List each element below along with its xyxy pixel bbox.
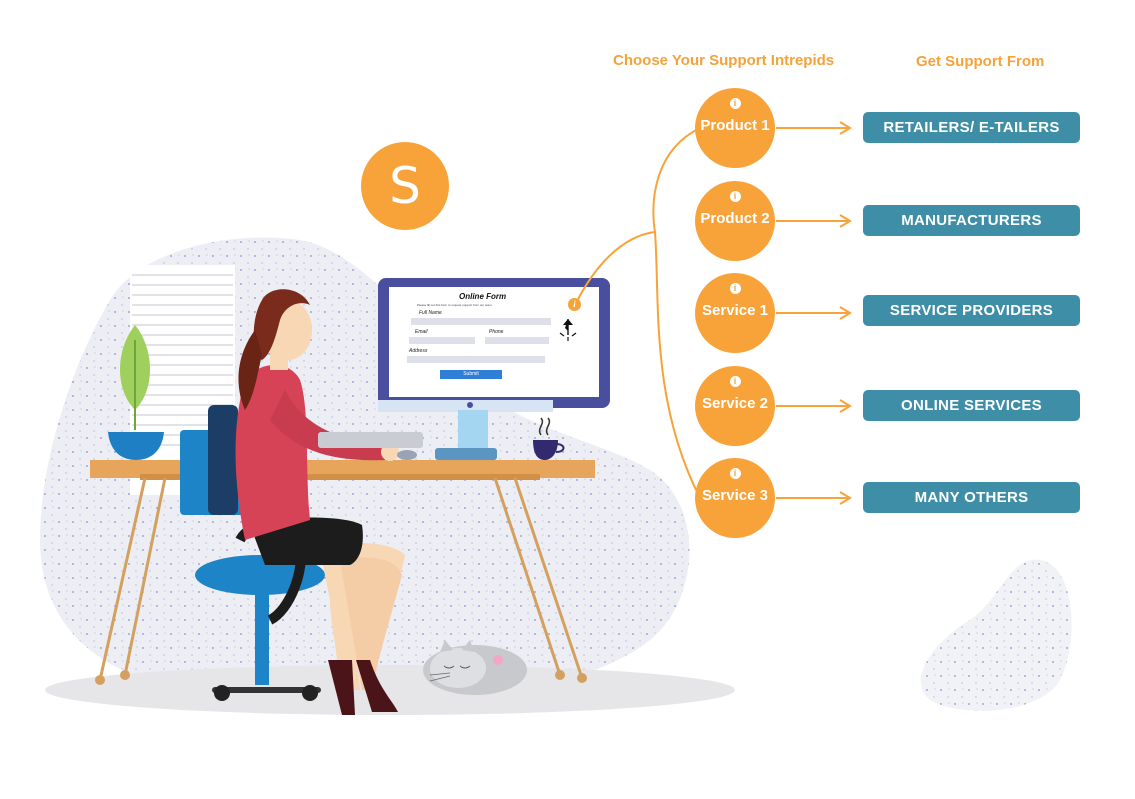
woman-figure bbox=[235, 289, 405, 715]
online-services-button[interactable]: ONLINE SERVICES bbox=[863, 390, 1080, 421]
intrepid-service-1[interactable]: i Service 1 bbox=[695, 273, 775, 353]
phone-label: Phone bbox=[489, 329, 504, 335]
retailers-button[interactable]: RETAILERS/ E-TAILERS bbox=[863, 112, 1080, 143]
email-field[interactable] bbox=[409, 337, 475, 344]
service-providers-button[interactable]: SERVICE PROVIDERS bbox=[863, 295, 1080, 326]
intrepid-label: Product 1 bbox=[700, 117, 770, 134]
mouse bbox=[397, 450, 417, 460]
keyboard bbox=[318, 432, 423, 448]
intrepid-label: Product 2 bbox=[700, 210, 770, 227]
info-icon[interactable]: i bbox=[729, 376, 741, 387]
coffee-cup-icon bbox=[533, 417, 565, 460]
form-title: Online Form bbox=[459, 292, 507, 301]
intrepid-label: Service 3 bbox=[702, 487, 768, 504]
cursor-icon bbox=[559, 319, 577, 341]
plant-icon bbox=[108, 325, 164, 460]
intrepid-product-1[interactable]: i Product 1 bbox=[695, 88, 775, 168]
manufacturers-button[interactable]: MANUFACTURERS bbox=[863, 205, 1080, 236]
intrepid-service-3[interactable]: i Service 3 bbox=[695, 458, 775, 538]
email-label: Email bbox=[415, 329, 428, 335]
info-icon[interactable]: i bbox=[729, 468, 741, 479]
phone-field[interactable] bbox=[485, 337, 549, 344]
info-icon[interactable]: i bbox=[729, 98, 741, 109]
intrepid-service-2[interactable]: i Service 2 bbox=[695, 366, 775, 446]
get-support-heading: Get Support From bbox=[916, 53, 1045, 70]
info-icon[interactable]: i bbox=[729, 191, 741, 202]
logo-badge: S bbox=[361, 142, 449, 230]
intrepid-product-2[interactable]: i Product 2 bbox=[695, 181, 775, 261]
full-name-field[interactable] bbox=[411, 318, 551, 325]
form-subtitle: Please fill out this form to request sup… bbox=[417, 303, 492, 307]
online-form: Online Form Please fill out this form to… bbox=[389, 287, 599, 397]
decorative-blob-right bbox=[920, 559, 1072, 711]
address-label: Address bbox=[409, 348, 428, 354]
cat-icon bbox=[423, 640, 527, 695]
intrepid-label: Service 1 bbox=[702, 302, 768, 319]
connector-curve bbox=[574, 231, 656, 306]
address-field[interactable] bbox=[407, 356, 545, 363]
intrepid-label: Service 2 bbox=[702, 395, 768, 412]
full-name-label: Full Name bbox=[419, 310, 442, 316]
choose-intrepids-heading: Choose Your Support Intrepids bbox=[613, 52, 835, 69]
submit-button[interactable]: Submit bbox=[440, 370, 502, 379]
many-others-button[interactable]: MANY OTHERS bbox=[863, 482, 1080, 513]
info-icon[interactable]: i bbox=[568, 298, 581, 311]
connector-brace bbox=[652, 127, 701, 499]
info-icon[interactable]: i bbox=[729, 283, 741, 294]
arrows bbox=[776, 121, 852, 505]
